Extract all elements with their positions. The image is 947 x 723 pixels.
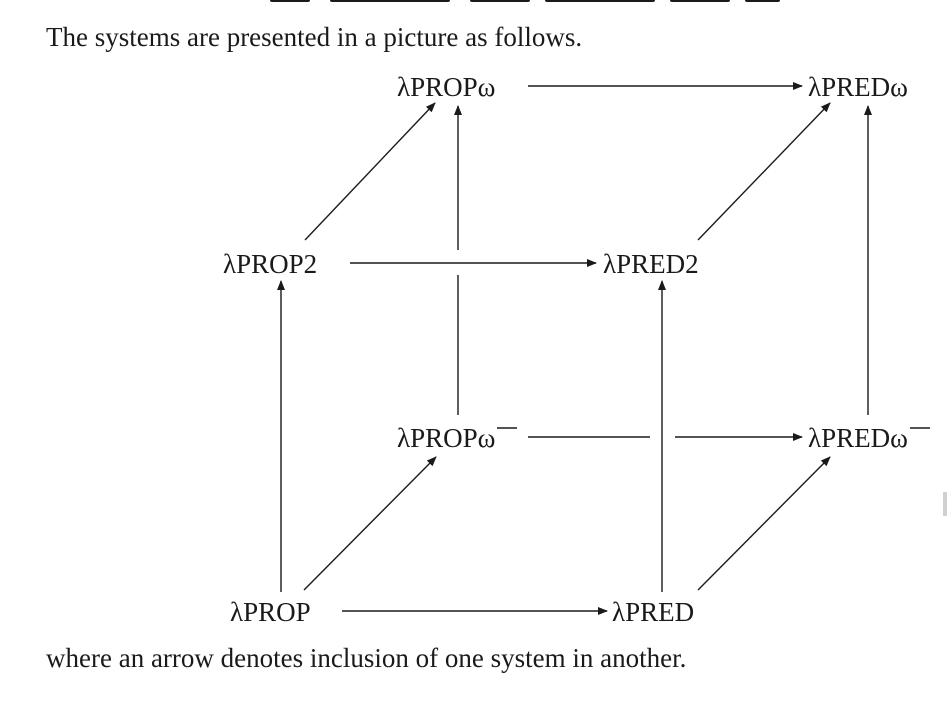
arrow-pred-to-pred-omegabar xyxy=(697,456,831,591)
cropped-previous-text xyxy=(0,0,947,4)
arrow-prop-to-prop-omegabar xyxy=(303,456,437,591)
node-pred: λPRED xyxy=(612,597,694,627)
arrow-prop2-to-prop-omega xyxy=(304,102,436,241)
node-pred-omegabar: λPREDω xyxy=(808,423,908,453)
node-prop-omega: λPROPω xyxy=(397,72,495,102)
outro-text: where an arrow denotes inclusion of one … xyxy=(46,643,687,673)
node-prop-omegabar: λPROPω xyxy=(397,423,495,453)
node-pred-omega: λPREDω xyxy=(808,72,908,102)
arrow-pred2-to-pred-omega xyxy=(697,102,831,241)
node-pred2: λPRED2 xyxy=(603,249,699,279)
node-prop2: λPROP2 xyxy=(223,249,317,279)
page-edge-mark xyxy=(943,492,947,516)
node-prop: λPROP xyxy=(230,597,311,627)
intro-text: The systems are presented in a picture a… xyxy=(46,22,583,52)
